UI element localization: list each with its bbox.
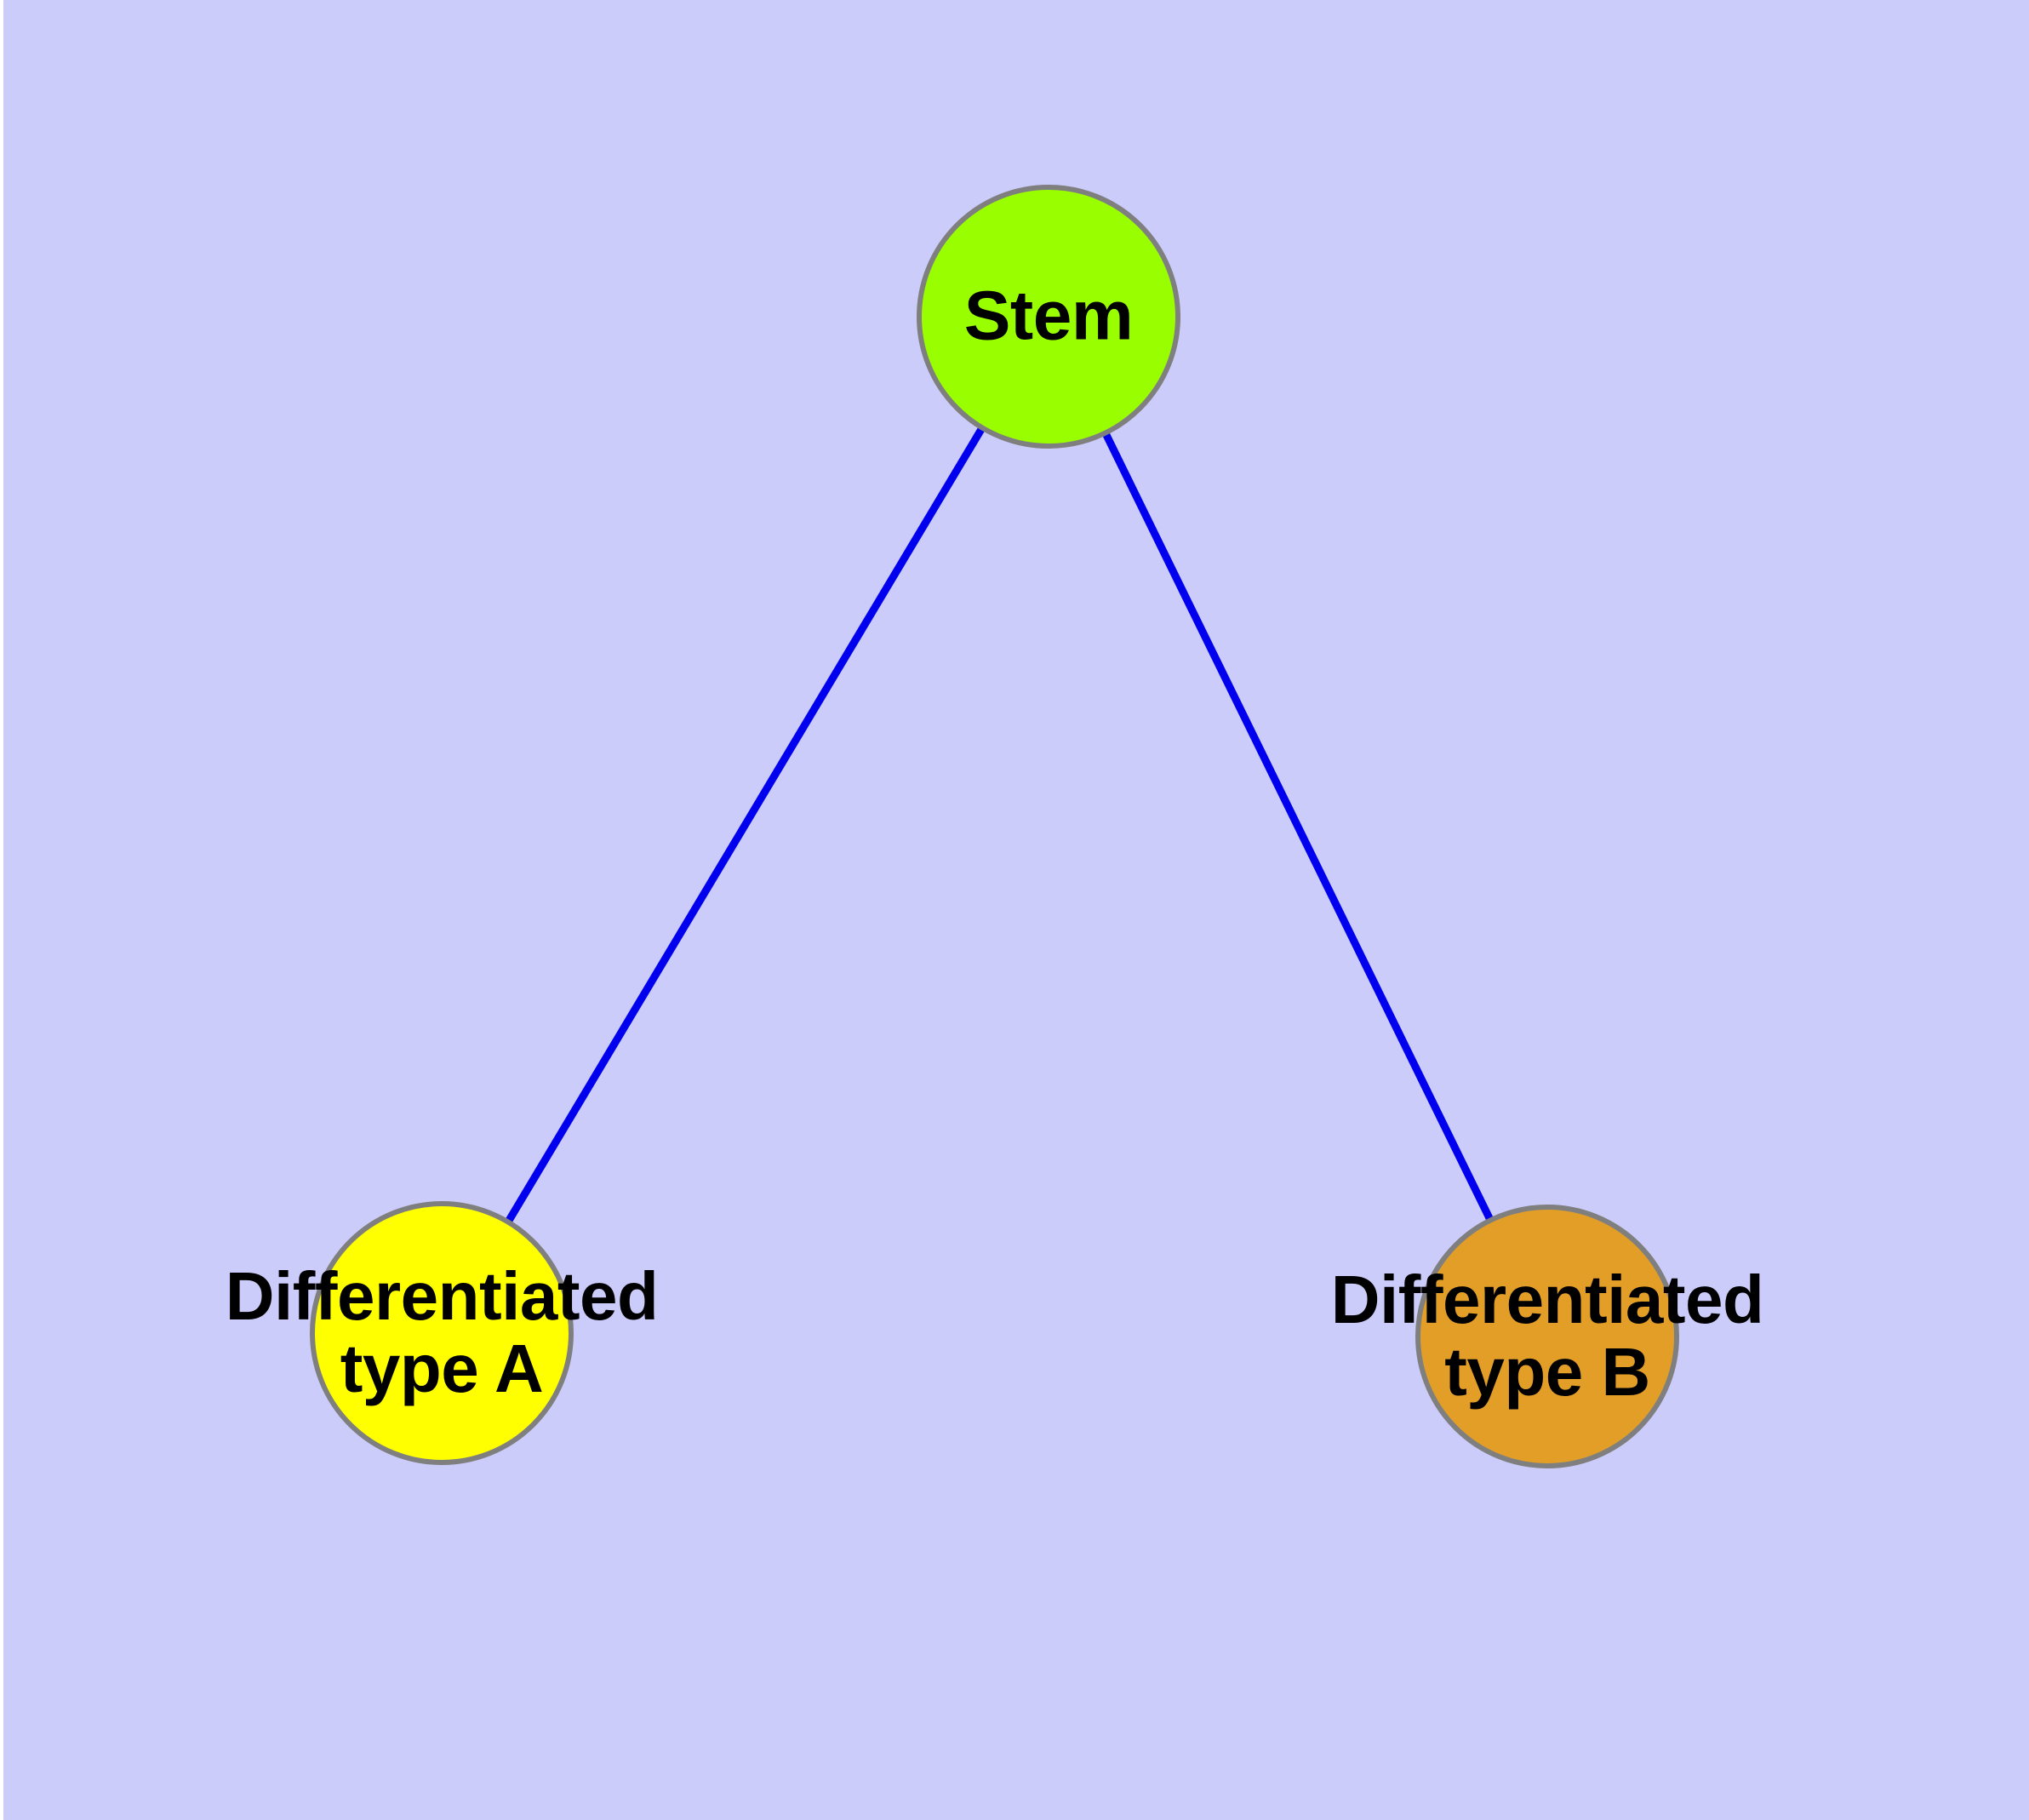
node-circle-diff_b[interactable]: [1415, 1205, 1679, 1468]
edges-layer: [438, 314, 1552, 1338]
node-circle-stem[interactable]: [917, 185, 1180, 449]
nodes-layer: [310, 185, 1679, 1468]
edge-stem-b[interactable]: [1044, 315, 1552, 1338]
node-circle-diff_a[interactable]: [310, 1201, 574, 1465]
edge-stem-a[interactable]: [438, 314, 1052, 1336]
